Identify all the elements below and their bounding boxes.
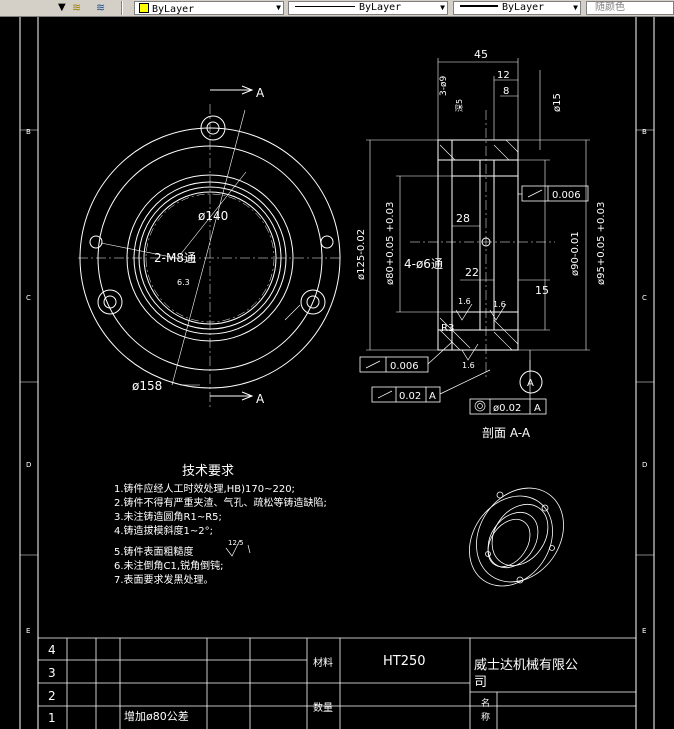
revision-row: 3 bbox=[48, 666, 56, 680]
revision-row: 4 bbox=[48, 643, 56, 657]
section-marker: A bbox=[256, 392, 265, 406]
roughness-1: 1.6 bbox=[458, 297, 471, 306]
quantity-label: 数量 bbox=[313, 701, 333, 714]
tech-req-line: 2.铸件不得有严重夹渣、气孔、疏松等铸造缺陷; bbox=[114, 496, 327, 509]
tech-req-line: 4.铸造拔模斜度1~2°; bbox=[114, 524, 213, 537]
tol-coax: ø0.02 bbox=[493, 403, 521, 414]
hole-note: 2-M8通 bbox=[154, 251, 196, 265]
zone-label-left: D bbox=[26, 461, 31, 469]
dim-15-top: ø15 bbox=[552, 93, 563, 112]
roughness-symbol bbox=[225, 539, 251, 557]
chevron-down-icon[interactable]: ▼ bbox=[276, 3, 281, 12]
front-view bbox=[78, 85, 343, 410]
plotstyle-combo[interactable]: 随颜色 bbox=[586, 1, 674, 15]
zone-label-right: D bbox=[642, 461, 647, 469]
roughness-symbol-value: 12.5 bbox=[228, 539, 244, 547]
tech-req-line: 1.铸件应经人工时效处理,HB)170~220; bbox=[114, 482, 295, 495]
revision-row: 2 bbox=[48, 689, 56, 703]
company-name-tail: 司 bbox=[474, 675, 487, 690]
dim-125: ø125-0.02 bbox=[356, 229, 367, 280]
title-block bbox=[38, 637, 636, 729]
dim-15: 15 bbox=[535, 284, 549, 297]
dim-8: 8 bbox=[503, 86, 509, 97]
dim-3phi9: 3-ø9 bbox=[439, 76, 449, 96]
company-name: 威士达机械有限公 bbox=[474, 658, 578, 673]
section-marker: A bbox=[256, 86, 265, 100]
zone-label-left: B bbox=[26, 128, 31, 136]
tol-flatness: 0.006 bbox=[552, 190, 581, 201]
chevron-down-icon[interactable]: ▼ bbox=[573, 3, 578, 12]
zone-label-left: E bbox=[26, 627, 30, 635]
dim-95: ø95+0.05 +0.03 bbox=[596, 202, 607, 285]
dim-28: 28 bbox=[456, 212, 470, 225]
tol-runout-ref: A bbox=[429, 391, 436, 402]
plotstyle-combo-label: 随颜色 bbox=[595, 2, 625, 13]
drawing-frame bbox=[19, 17, 655, 729]
tech-req-line: 5.铸件表面粗糙度 bbox=[114, 545, 194, 558]
linetype-sample bbox=[295, 6, 355, 7]
tol-flatness-2: 0.006 bbox=[390, 361, 419, 372]
revision-row: 1 bbox=[48, 711, 56, 725]
zone-label-left: C bbox=[26, 294, 31, 302]
lineweight-combo[interactable]: ByLayer ▼ bbox=[453, 1, 581, 15]
dim-22: 22 bbox=[465, 266, 479, 279]
dim-12: 12 bbox=[497, 70, 510, 81]
material-label: 材料 bbox=[313, 656, 333, 669]
chevron-down-icon[interactable]: ▼ bbox=[440, 3, 445, 12]
roughness-2: 1.6 bbox=[493, 300, 506, 309]
dim-140: ø140 bbox=[198, 209, 228, 223]
isometric-view bbox=[469, 487, 564, 587]
section-view bbox=[359, 58, 590, 415]
linetype-combo-label: ByLayer bbox=[359, 2, 402, 13]
name-label-2: 称 bbox=[481, 711, 490, 723]
material-value: HT250 bbox=[383, 654, 426, 669]
dim-45: 45 bbox=[474, 48, 488, 61]
layer-color-combo[interactable]: ByLayer ▼ bbox=[134, 1, 284, 15]
layer-previous-icon[interactable]: ≋ bbox=[96, 1, 106, 14]
zone-label-right: E bbox=[642, 627, 646, 635]
dropdown-arrow-icon[interactable]: ▼ bbox=[58, 2, 66, 13]
lineweight-combo-label: ByLayer bbox=[502, 2, 545, 13]
tol-runout: 0.02 bbox=[399, 391, 421, 402]
zone-label-right: B bbox=[642, 128, 647, 136]
dim-4phi6: 4-ø6通 bbox=[404, 257, 443, 271]
name-label: 名 bbox=[481, 697, 490, 709]
dim-90: ø90-0.01 bbox=[570, 231, 581, 276]
dim-158: ø158 bbox=[132, 379, 162, 393]
color-swatch-icon bbox=[139, 3, 149, 13]
dim-80: ø80+0.05 +0.03 bbox=[385, 202, 396, 285]
properties-toolbar: ▼ ≋ ≋ ByLayer ▼ ByLayer ▼ ByLayer ▼ 随颜色 bbox=[0, 0, 674, 17]
section-title: 剖面 A-A bbox=[482, 426, 531, 440]
dim-depth: 深5 bbox=[455, 99, 464, 112]
roughness-value: 6.3 bbox=[177, 278, 190, 287]
zone-label-right: C bbox=[642, 294, 647, 302]
lineweight-sample bbox=[460, 5, 498, 7]
linetype-combo[interactable]: ByLayer ▼ bbox=[288, 1, 448, 15]
tech-req-line: 3.未注铸造圆角R1~R5; bbox=[114, 510, 222, 523]
layer-combo-label: ByLayer bbox=[152, 4, 195, 15]
layer-stack-icon[interactable]: ≋ bbox=[72, 1, 82, 14]
tech-req-title: 技术要求 bbox=[182, 464, 234, 479]
tech-req-line: 7.表面要求发黑处理。 bbox=[114, 573, 214, 586]
drawing-canvas[interactable]: B C D E B C D E A bbox=[0, 17, 674, 729]
roughness-3: 1.6 bbox=[462, 361, 475, 370]
datum-label: A bbox=[527, 378, 534, 389]
tol-coax-ref: A bbox=[534, 403, 541, 414]
chamfer-r3: R3 bbox=[441, 323, 454, 334]
change-note: 增加ø80公差 bbox=[124, 709, 189, 723]
tech-req-line: 6.未注倒角C1,锐角倒钝; bbox=[114, 559, 223, 572]
